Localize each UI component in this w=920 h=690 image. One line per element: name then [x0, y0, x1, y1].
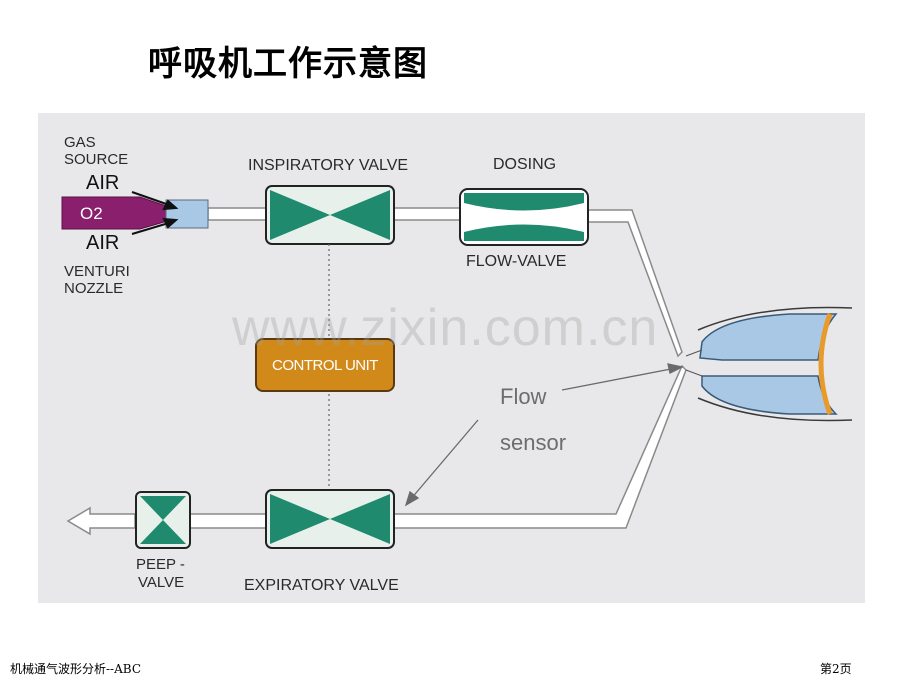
flow-sensor-label-1: Flow	[500, 384, 547, 409]
peep-label-2: VALVE	[138, 574, 185, 591]
footer-doc-title: 机械通气波形分析--ABC	[10, 662, 141, 676]
air-top-label: AIR	[86, 172, 120, 194]
expiratory-valve	[265, 489, 395, 549]
venturi-label-1: VENTURI	[64, 263, 130, 280]
dosing-flow-valve	[459, 188, 589, 246]
page-title: 呼吸机工作示意图	[148, 44, 428, 84]
venturi-label-2: NOZZLE	[64, 280, 124, 297]
peep-valve	[135, 491, 191, 549]
footer-page-number: 第2页	[820, 662, 852, 676]
gas-source-label-2: SOURCE	[64, 151, 129, 168]
air-bottom-label: AIR	[86, 232, 120, 254]
gas-source-label-1: GAS	[64, 134, 96, 151]
flow-sensor-arrows	[404, 363, 684, 507]
watermark: www.zixin.com.cn	[232, 299, 659, 357]
o2-label: O2	[80, 204, 103, 223]
air-arrows	[131, 191, 179, 235]
inspiratory-valve	[265, 185, 395, 245]
control-unit-box: CONTROL UNIT	[255, 338, 395, 392]
dosing-label: DOSING	[493, 156, 557, 173]
lungs	[685, 306, 853, 422]
expiratory-valve-label: EXPIRATORY VALVE	[244, 577, 399, 594]
flow-valve-label: FLOW-VALVE	[466, 253, 567, 270]
flow-sensor-label-2: sensor	[500, 430, 567, 455]
peep-label-1: PEEP -	[136, 556, 185, 573]
inspiratory-valve-label: INSPIRATORY VALVE	[248, 157, 409, 174]
